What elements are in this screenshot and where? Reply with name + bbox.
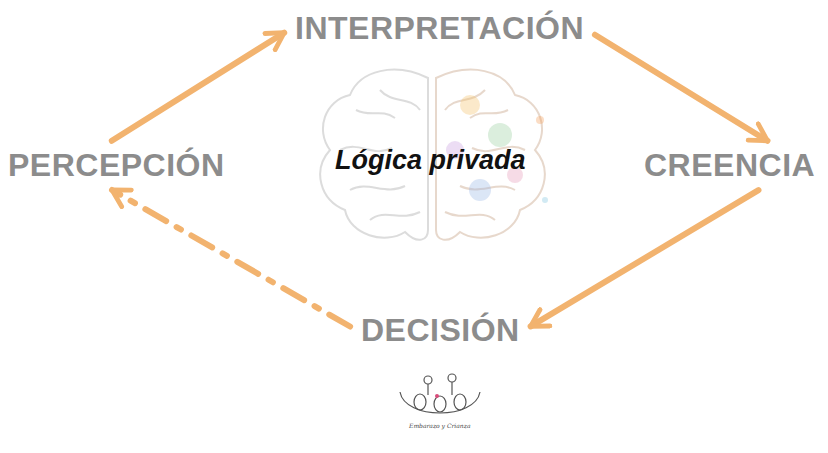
step-text: INTERPRETACIÓN <box>295 10 584 47</box>
step-text: DECISIÓN <box>361 312 520 349</box>
step-text: CREENCIA <box>644 147 815 184</box>
flow-arrow <box>595 35 768 141</box>
cycle-step: DECISIÓN <box>357 310 524 351</box>
feedback-arrow <box>112 190 350 327</box>
logo-icon <box>400 374 480 413</box>
cycle-step: PERCEPCIÓN <box>4 145 229 186</box>
flow-arrow <box>112 33 284 141</box>
logo-text: Embarazo y Crianza <box>409 422 470 429</box>
cycle-step: CREENCIA <box>640 145 819 186</box>
center-label: Lógica privada <box>335 145 526 176</box>
cycle-step: INTERPRETACIÓN <box>291 8 588 49</box>
flow-arrow <box>531 190 759 326</box>
step-text: PERCEPCIÓN <box>8 147 225 184</box>
